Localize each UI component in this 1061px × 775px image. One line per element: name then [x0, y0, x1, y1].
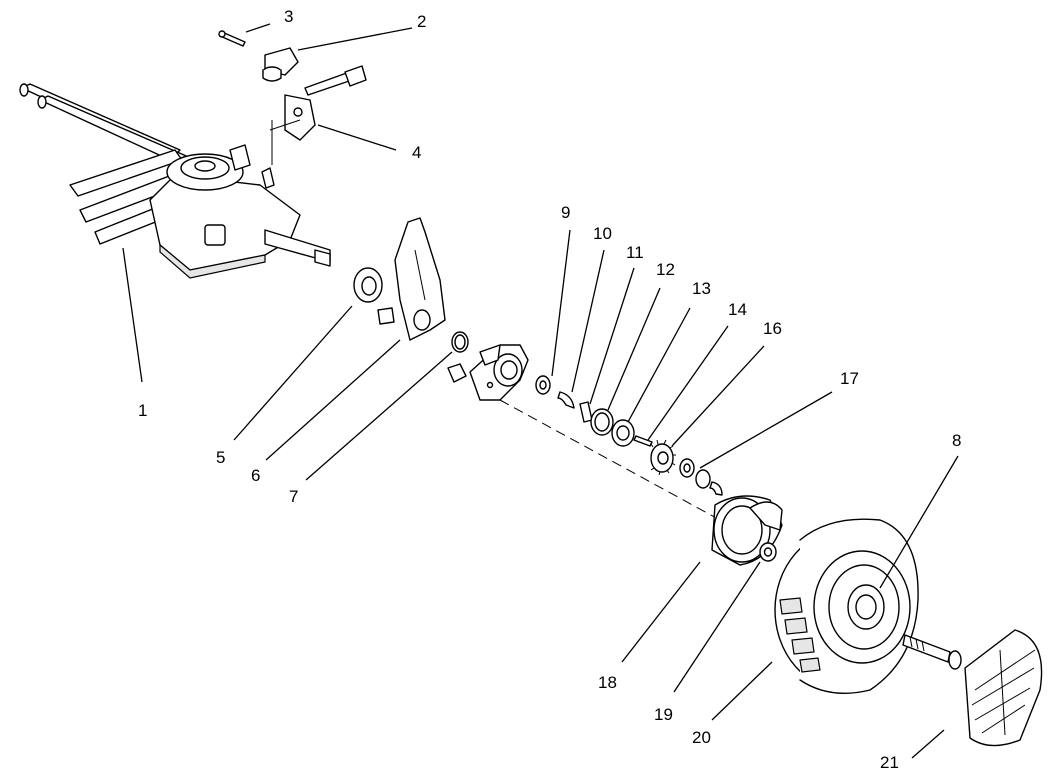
callout-18: 18 [598, 673, 617, 692]
callout-11: 11 [626, 243, 644, 262]
part-7-oring [447, 331, 469, 383]
part-4-bracket [269, 65, 367, 141]
part-17-retainers [679, 458, 723, 496]
callout-13: 13 [692, 279, 711, 298]
part-20-wheel [774, 518, 919, 695]
part-3-cotter-pin [218, 30, 246, 47]
callout-9: 9 [561, 203, 570, 222]
part-13-bearing [611, 419, 635, 447]
callout-2: 2 [417, 12, 426, 31]
part-19-washer [759, 542, 777, 562]
part-6-height-plate [377, 217, 446, 341]
part-18-gear-cover [711, 495, 783, 566]
part-5-washer [353, 267, 383, 303]
part-16-pinion-gear [650, 439, 676, 476]
callout-20: 20 [692, 728, 711, 747]
callout-1: 1 [138, 401, 147, 420]
part-21-hub-cap [964, 629, 1043, 747]
part-10-clip [557, 391, 575, 409]
part-2-knob [262, 47, 299, 82]
callout-17: 17 [840, 369, 859, 388]
callout-7: 7 [289, 487, 298, 506]
callout-19: 19 [654, 705, 673, 724]
wheel-adapter-housing [469, 344, 529, 401]
part-14-spring-pin [633, 435, 653, 447]
assembly-axis [499, 399, 721, 521]
part-9-washer [535, 375, 551, 395]
part-12-seal [590, 408, 614, 436]
leader-lines [122, 23, 959, 759]
callout-4: 4 [412, 143, 421, 162]
wheel-bolt [902, 634, 962, 670]
callout-3: 3 [284, 7, 293, 26]
callout-6: 6 [251, 466, 260, 485]
part-11-ring [579, 401, 593, 423]
callout-8: 8 [952, 431, 961, 450]
callout-16: 16 [763, 319, 782, 338]
callout-5: 5 [216, 448, 225, 467]
callout-14: 14 [728, 300, 747, 319]
callout-labels: 3 2 4 1 5 6 7 9 10 11 12 13 14 16 17 8 1… [138, 7, 961, 772]
callout-21: 21 [880, 753, 899, 772]
callout-12: 12 [656, 260, 675, 279]
transmission-gearbox [149, 120, 331, 279]
callout-10: 10 [593, 224, 612, 243]
